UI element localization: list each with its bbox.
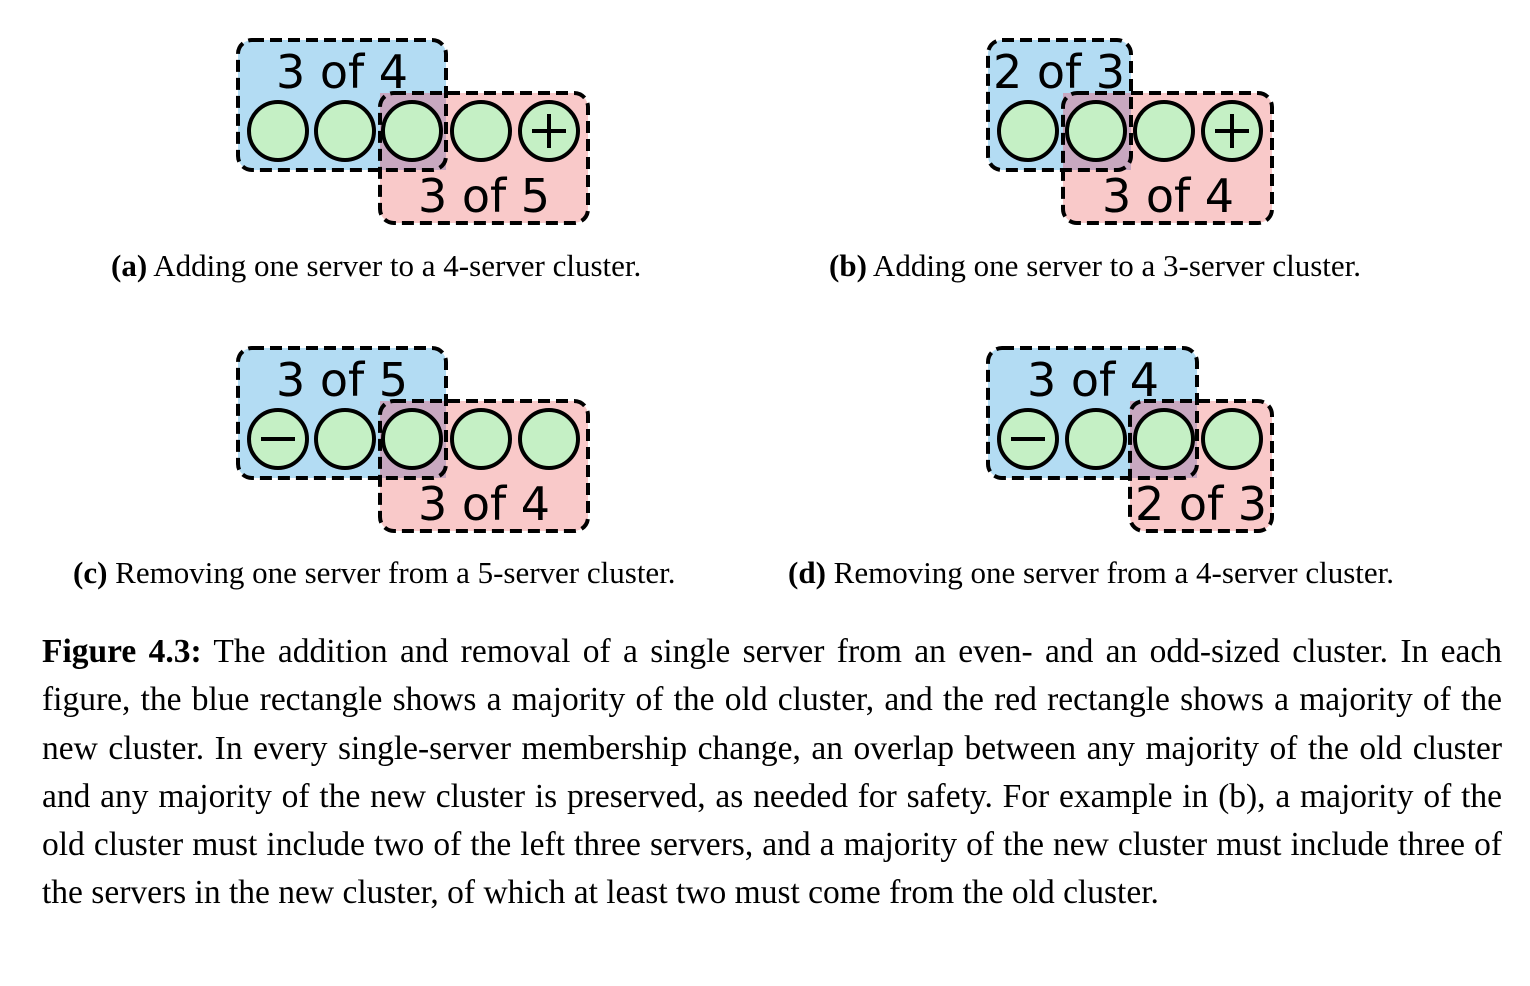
removed-server-node	[997, 408, 1059, 470]
old-majority-label: 3 of 5	[276, 353, 408, 407]
figure-label: Figure 4.3:	[42, 633, 202, 670]
plus-icon	[1215, 114, 1249, 148]
subcaption-text: Adding one server to a 3-server cluster.	[866, 248, 1362, 283]
diagram-panel-b: 2 of 3 3 of 4	[986, 38, 1274, 225]
server-node	[314, 100, 376, 162]
subcaption-text: Adding one server to a 4-server cluster.	[147, 248, 642, 283]
new-majority-label: 3 of 5	[418, 169, 550, 223]
subcaption-d: (d) Removing one server from a 4-server …	[788, 557, 1394, 588]
diagram-panel-d: 3 of 4 2 of 3	[986, 346, 1274, 533]
server-node	[997, 100, 1059, 162]
server-node	[1201, 408, 1263, 470]
subcaption-tag: (b)	[829, 248, 867, 283]
server-node	[450, 408, 512, 470]
subcaption-tag: (d)	[788, 555, 826, 590]
server-node	[381, 100, 443, 162]
plus-icon	[532, 114, 566, 148]
old-majority-label: 3 of 4	[276, 45, 408, 99]
subcaption-c: (c) Removing one server from a 5-server …	[73, 557, 676, 588]
subcaption-b: (b) Adding one server to a 3-server clus…	[829, 250, 1361, 281]
subcaption-text: Removing one server from a 4-server clus…	[825, 555, 1395, 590]
new-majority-label: 2 of 3	[1135, 477, 1267, 531]
subcaption-a: (a) Adding one server to a 4-server clus…	[111, 250, 641, 281]
subcaption-tag: (a)	[111, 248, 148, 283]
diagram-panel-a: 3 of 4 3 of 5	[236, 38, 590, 225]
subcaption-text: Removing one server from a 5-server clus…	[107, 555, 676, 590]
server-node	[314, 408, 376, 470]
removed-server-node	[247, 408, 309, 470]
added-server-node	[1201, 100, 1263, 162]
server-node	[1133, 100, 1195, 162]
old-majority-label: 3 of 4	[1027, 353, 1159, 407]
old-majority-label: 2 of 3	[993, 45, 1125, 99]
server-node	[381, 408, 443, 470]
server-node	[1065, 408, 1127, 470]
new-majority-label: 3 of 4	[418, 477, 550, 531]
server-node	[1065, 100, 1127, 162]
server-node	[518, 408, 580, 470]
diagram-panel-c: 3 of 5 3 of 4	[236, 346, 590, 533]
subcaption-tag: (c)	[73, 555, 108, 590]
new-majority-label: 3 of 4	[1102, 169, 1234, 223]
server-node	[450, 100, 512, 162]
figure-caption: Figure 4.3: The addition and removal of …	[42, 628, 1502, 918]
figure-caption-text: The addition and removal of a single ser…	[42, 633, 1502, 912]
added-server-node	[518, 100, 580, 162]
server-node	[247, 100, 309, 162]
server-node	[1133, 408, 1195, 470]
